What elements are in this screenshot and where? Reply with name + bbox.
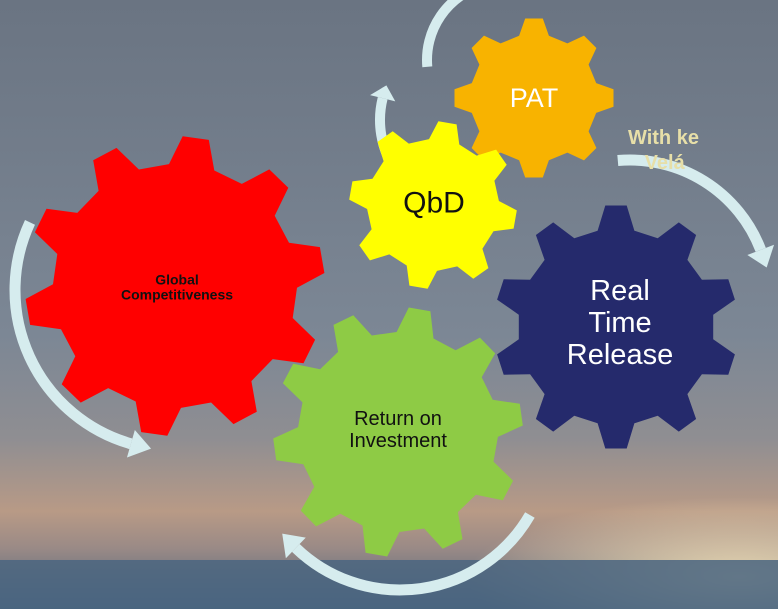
side-text-line-2: Velá xyxy=(644,152,685,174)
arrow-realtime-right xyxy=(617,154,775,268)
gear-label-global-competitiveness: Global Competitiveness xyxy=(120,271,234,303)
side-text-line-1: With ke xyxy=(628,127,699,149)
gear-label-return-on-investment: Return on Investment xyxy=(349,408,447,452)
arrow-global-cycle-head xyxy=(126,430,152,458)
arrow-global-cycle xyxy=(9,220,152,458)
arrow-roi-bottom xyxy=(282,512,535,596)
gear-roi xyxy=(273,307,523,557)
gear-label-real-time-release: Real Time Release xyxy=(566,275,674,371)
arrow-global-cycle-shaft xyxy=(9,220,133,450)
gear-label-qbd: QbD xyxy=(403,186,465,220)
arrow-realtime-right-shaft xyxy=(617,154,766,252)
gears xyxy=(25,18,735,557)
arrow-realtime-right-head xyxy=(747,244,775,268)
gear-realtime xyxy=(497,205,735,449)
arrow-qbd-to-pat-left-head xyxy=(370,85,396,102)
cycle-arrows xyxy=(9,0,775,596)
gear-pat xyxy=(454,18,614,178)
arrow-pat-top xyxy=(422,0,464,68)
arrow-pat-top-shaft xyxy=(422,0,464,68)
arrow-roi-bottom-head xyxy=(282,533,306,559)
side-text: With ke Velá xyxy=(628,126,699,176)
gear-global xyxy=(25,136,325,436)
arrow-roi-bottom-shaft xyxy=(291,512,535,596)
gear-qbd xyxy=(349,121,517,289)
gear-label-pat: PAT xyxy=(509,83,559,114)
